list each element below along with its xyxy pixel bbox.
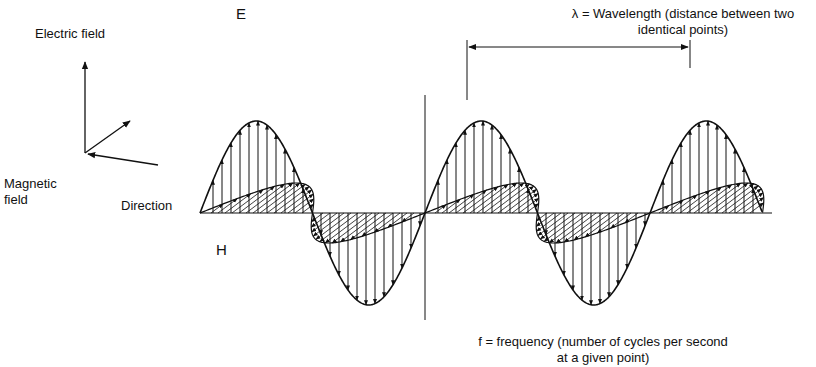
electric-vector bbox=[555, 213, 556, 256]
electric-vector bbox=[294, 168, 295, 213]
magnetic-vector bbox=[362, 213, 393, 236]
magnetic-vector bbox=[225, 194, 251, 213]
reference-line bbox=[425, 95, 426, 320]
dimension-tick bbox=[467, 40, 468, 100]
magnetic-vector bbox=[505, 189, 537, 213]
magnetic-vector bbox=[463, 187, 498, 213]
electric-vector bbox=[348, 213, 349, 290]
magnetic-axis bbox=[88, 154, 158, 165]
electric-vector bbox=[483, 121, 484, 213]
magnetic-vector bbox=[743, 197, 764, 213]
label: Direction bbox=[121, 198, 172, 214]
magnetic-vector bbox=[729, 189, 761, 213]
electric-vector bbox=[519, 168, 520, 213]
electric-vector bbox=[285, 149, 286, 213]
magnetic-vector bbox=[585, 213, 617, 237]
electric-wave bbox=[200, 121, 762, 305]
electric-vector bbox=[249, 123, 250, 213]
electric-vector bbox=[744, 168, 745, 213]
magnetic-vector bbox=[597, 213, 624, 233]
electric-vector bbox=[618, 213, 619, 285]
electric-vector bbox=[717, 125, 718, 213]
electric-vector bbox=[564, 213, 565, 275]
magnetic-vector bbox=[574, 213, 610, 240]
electric-vector bbox=[357, 213, 358, 300]
magnetic-vector bbox=[232, 190, 263, 213]
magnetic-vector bbox=[666, 200, 683, 213]
dimension-tick bbox=[690, 40, 691, 68]
magnetic-vector bbox=[687, 187, 721, 213]
direction-axis bbox=[85, 121, 130, 153]
propagation-axis bbox=[200, 213, 772, 214]
magnetic-vector bbox=[374, 213, 400, 232]
electric-vector bbox=[501, 135, 502, 213]
electric-vector bbox=[366, 213, 367, 305]
electric-vector bbox=[708, 121, 709, 213]
electric-vector bbox=[600, 213, 601, 304]
magnetic-wave bbox=[200, 183, 764, 243]
magnetic-vector bbox=[239, 186, 274, 213]
label: Electric field bbox=[35, 26, 105, 42]
label: E bbox=[236, 6, 246, 22]
electric-vector bbox=[492, 125, 493, 213]
electric-axis bbox=[84, 62, 85, 153]
magnetic-vector bbox=[673, 195, 697, 213]
electric-vector bbox=[267, 125, 268, 213]
electric-vector bbox=[582, 213, 583, 300]
electric-vector bbox=[240, 130, 241, 213]
label: H bbox=[216, 242, 227, 258]
magnetic-vector bbox=[351, 213, 386, 240]
label: f = frequency (number of cycles per seco… bbox=[478, 334, 728, 366]
electric-vector bbox=[303, 189, 304, 213]
electric-vector bbox=[726, 135, 727, 213]
label: Magnetic field bbox=[4, 176, 64, 208]
magnetic-vector bbox=[544, 213, 582, 241]
electric-vector bbox=[321, 213, 322, 235]
magnetic-vector bbox=[694, 185, 732, 213]
electric-vector bbox=[609, 213, 610, 297]
label: λ = Wavelength (distance between two ide… bbox=[552, 6, 814, 38]
magnetic-vector bbox=[449, 194, 474, 213]
wavelength-dimension bbox=[469, 47, 688, 48]
